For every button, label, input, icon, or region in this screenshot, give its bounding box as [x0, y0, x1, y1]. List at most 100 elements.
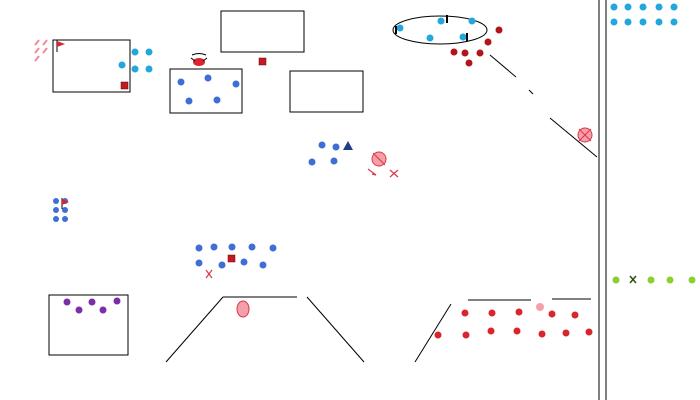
green-dots-right-panel	[612, 276, 696, 284]
red-dots-bottom-right	[434, 308, 593, 339]
blue-dot-icon	[232, 80, 240, 88]
ellipse-zone	[392, 15, 488, 45]
purple-dot-icon	[75, 306, 83, 314]
red-dot-icon	[515, 308, 523, 316]
cyan-dot-icon	[670, 18, 678, 26]
blue-dot-icon	[213, 96, 221, 104]
blue-dot-icon	[259, 261, 267, 269]
dark-red-dots-top-right	[450, 26, 503, 67]
diagonal-segment-3	[549, 117, 598, 158]
dark-red-dot-icon	[476, 49, 484, 57]
cyan-dots-top-left	[118, 48, 153, 73]
cyan-dot-icon	[396, 24, 404, 32]
green-dot-icon	[612, 276, 620, 284]
red-dot-icon	[513, 327, 521, 335]
purple-dots-bottom-left-box	[63, 297, 121, 314]
blue-dot-icon	[62, 216, 68, 222]
blue-dot-icon	[204, 74, 212, 82]
cyan-dot-icon	[145, 65, 153, 73]
pink-crossed-circle-icon	[371, 151, 387, 167]
cyan-dot-icon	[655, 18, 663, 26]
red-square-icon	[258, 57, 267, 66]
red-dot-icon	[585, 328, 593, 336]
cyan-dots-ellipse	[396, 17, 476, 42]
dark-red-dot-icon	[465, 59, 473, 67]
dark-red-dot-icon	[461, 49, 469, 57]
red-dot-icon	[488, 309, 496, 317]
cyan-dot-icon	[639, 18, 647, 26]
cyan-dot-icon	[655, 3, 663, 11]
bottom-right-left-side	[414, 303, 452, 363]
cyan-dot-icon	[610, 3, 618, 11]
blue-dot-icon	[53, 198, 59, 204]
red-dot-icon	[462, 331, 470, 339]
box-top-center	[220, 10, 305, 53]
blue-dot-icon	[177, 78, 185, 86]
blue-dot-icon	[53, 216, 59, 222]
blue-dot-icon	[269, 244, 277, 252]
blue-dot-icon	[218, 261, 226, 269]
red-dot-icon	[538, 330, 546, 338]
x-mark-icon	[629, 275, 637, 284]
pink-oval-icon	[236, 300, 250, 318]
cyan-dot-icon	[145, 48, 153, 56]
cyan-dot-icon	[459, 33, 467, 41]
cyan-dot-icon	[639, 3, 647, 11]
blue-dot-icon	[195, 259, 203, 267]
blue-dots-lower-center	[195, 243, 277, 269]
blue-dots-left-column	[53, 198, 68, 222]
red-dot-icon	[461, 309, 469, 317]
purple-dot-icon	[63, 298, 71, 306]
dark-red-dot-icon	[495, 26, 503, 34]
trapezoid-right-side	[306, 296, 365, 363]
trapezoid-left-side	[165, 296, 224, 363]
cyan-dots-right-panel	[610, 3, 678, 26]
cyan-dot-icon	[624, 18, 632, 26]
pink-arrows-center	[205, 168, 399, 279]
blue-dot-icon	[53, 207, 59, 213]
pink-dot-icon	[536, 303, 544, 311]
red-dot-icon	[548, 310, 556, 318]
blue-dot-icon	[308, 158, 316, 166]
blue-dot-icon	[248, 243, 256, 251]
box-top-left	[52, 39, 131, 93]
purple-dot-icon	[113, 297, 121, 305]
dark-red-dot-icon	[450, 48, 458, 56]
box-bottom-left	[48, 294, 129, 356]
red-flag-icon	[61, 198, 69, 209]
blue-dot-icon	[185, 97, 193, 105]
cyan-dot-icon	[118, 61, 126, 69]
blue-dot-icon	[240, 258, 248, 266]
blue-dot-icon	[195, 244, 203, 252]
cyan-dot-icon	[624, 3, 632, 11]
diagonal-segment-2	[528, 89, 534, 95]
cyan-dot-icon	[670, 3, 678, 11]
cyan-dot-icon	[131, 65, 139, 73]
blue-dot-icon	[330, 157, 338, 165]
red-dot-icon	[562, 329, 570, 337]
red-dot-icon	[434, 331, 442, 339]
red-dot-icon	[571, 311, 579, 319]
blue-dot-icon	[228, 243, 236, 251]
green-dot-icon	[666, 276, 674, 284]
cyan-dot-icon	[468, 17, 476, 25]
blue-dots-center-left-box	[177, 74, 240, 105]
red-dot-icon	[487, 327, 495, 335]
cyan-dot-icon	[426, 34, 434, 42]
blue-dot-icon	[332, 143, 340, 151]
bug-icon	[190, 53, 208, 66]
red-square-icon	[120, 81, 129, 90]
diagonal-segment-1	[489, 54, 517, 78]
player-markers-ellipse	[395, 15, 468, 41]
cyan-dot-icon	[437, 17, 445, 25]
box-center	[289, 70, 364, 113]
green-dot-icon	[647, 276, 655, 284]
triangle-icon	[343, 141, 353, 150]
red-square-icon	[227, 254, 236, 263]
dark-red-dot-icon	[484, 38, 492, 46]
pink-hatch-marks-left	[34, 39, 48, 62]
blue-dots-center	[308, 141, 340, 166]
green-dot-icon	[688, 276, 696, 284]
blue-dot-icon	[210, 243, 218, 251]
box-center-left	[169, 68, 243, 114]
